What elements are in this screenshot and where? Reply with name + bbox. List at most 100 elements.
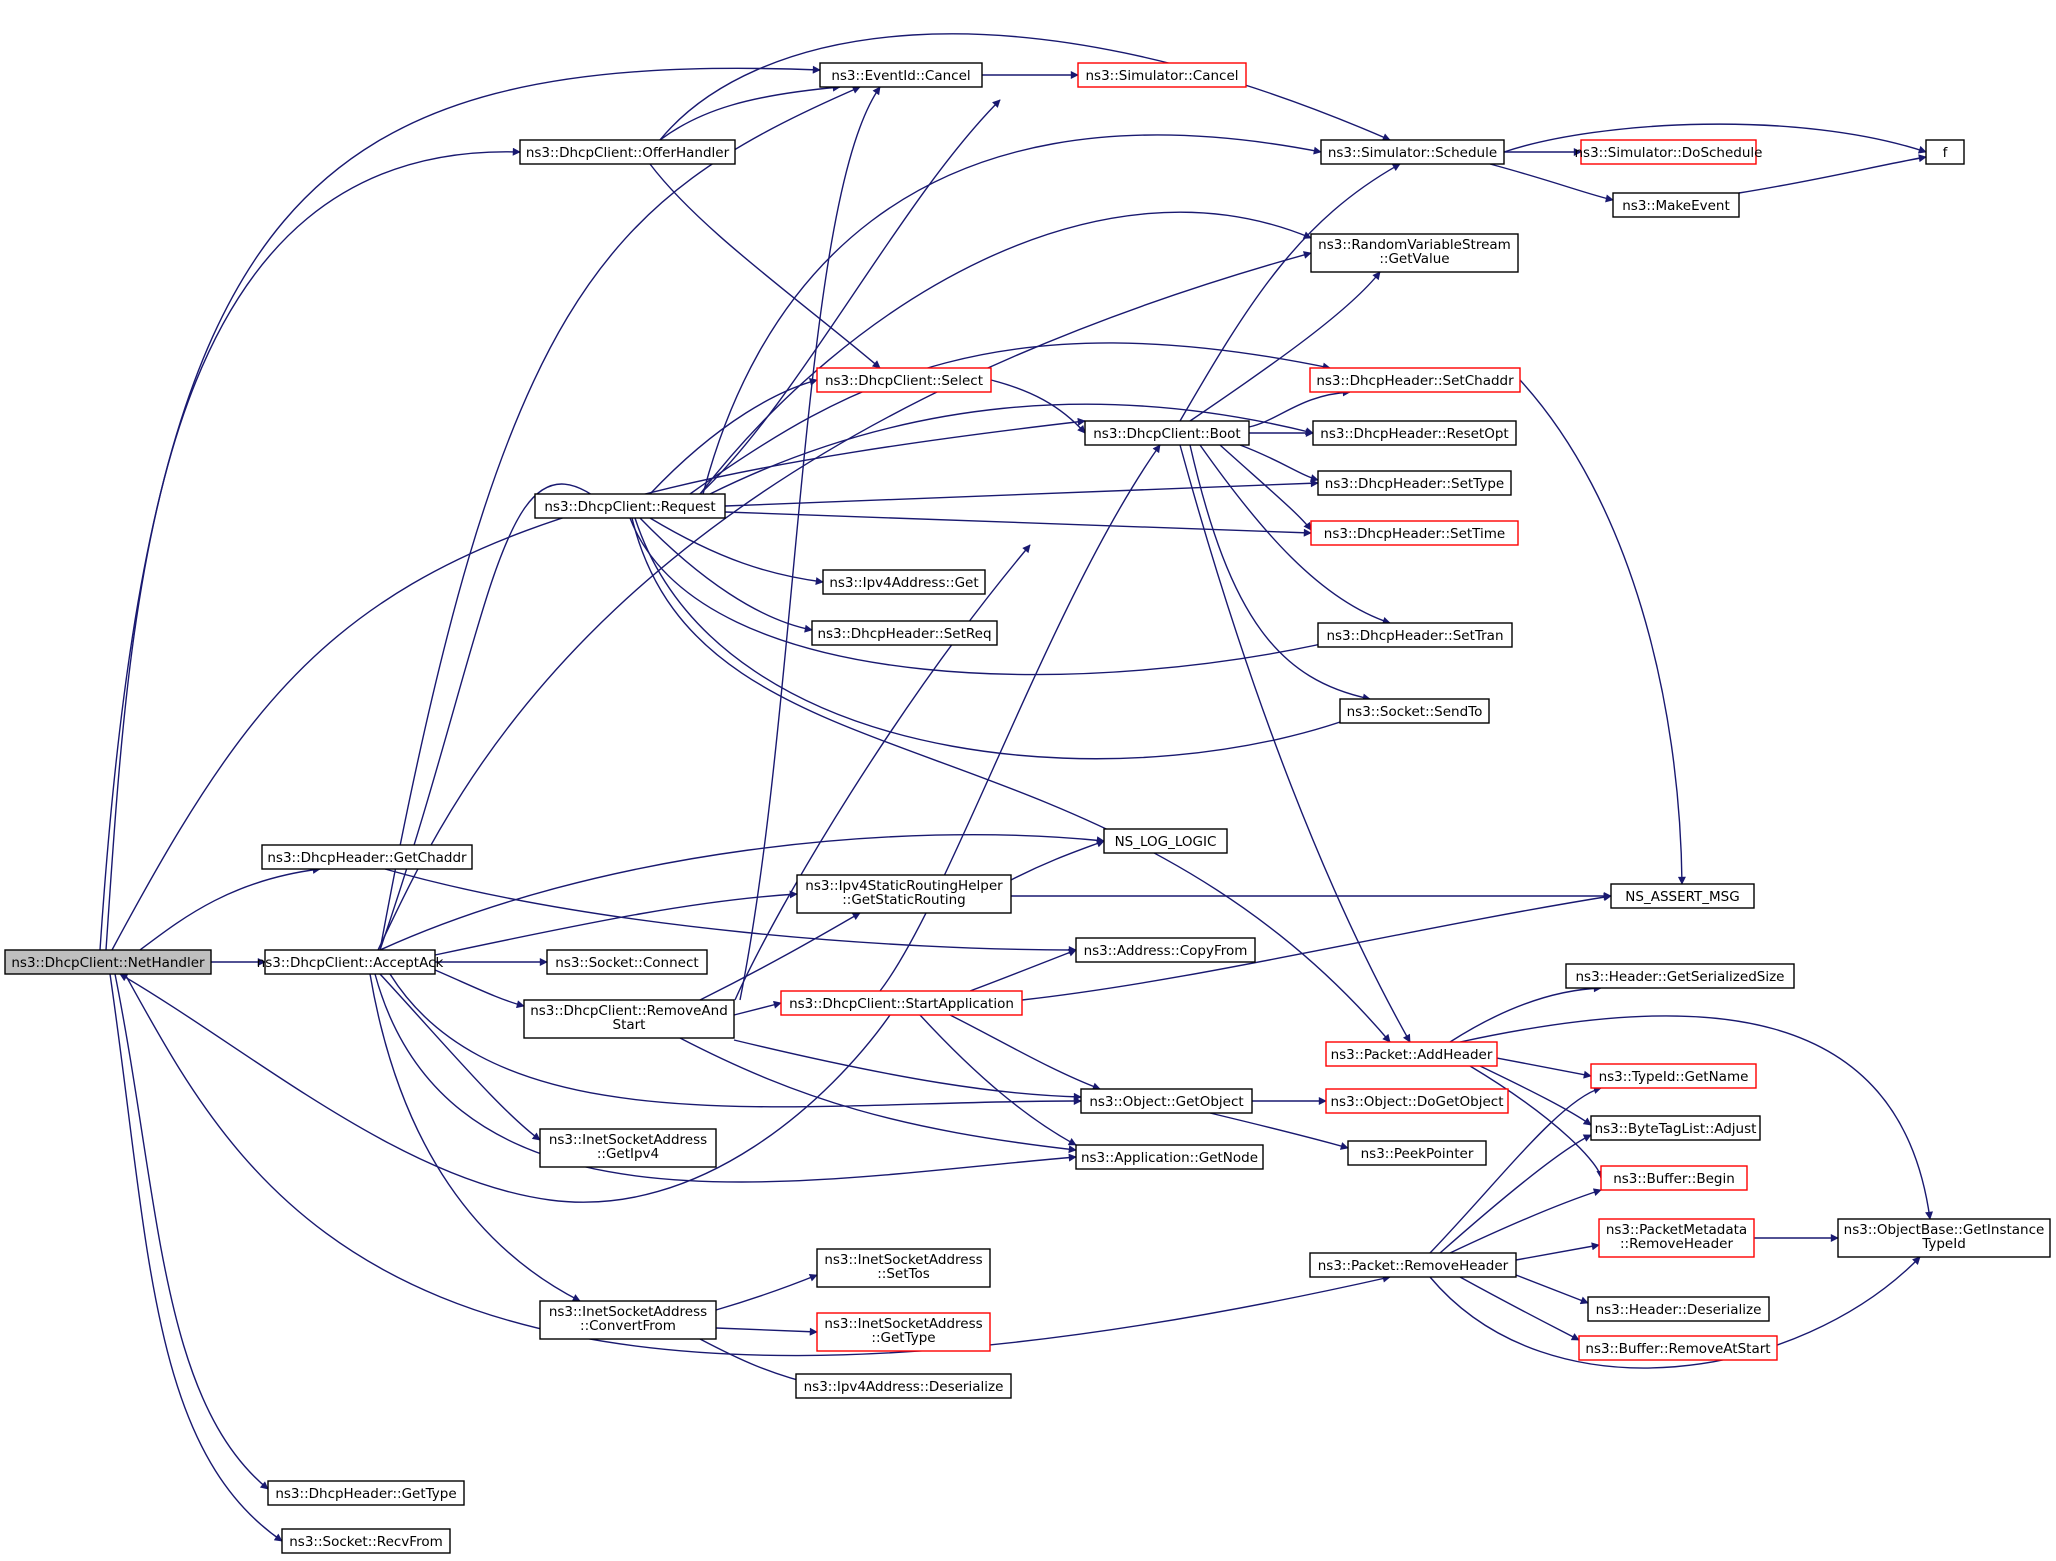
node-box [1598,1218,1755,1258]
node-label: ns3::Simulator::Cancel [1085,68,1238,84]
edge-acceptack-to-nslog [379,834,1105,951]
node-addheader[interactable]: ns3::Packet::AddHeader [1325,1041,1498,1067]
node-resetopt[interactable]: ns3::DhcpHeader::ResetOpt [1312,420,1517,446]
node-copyfrom[interactable]: ns3::Address::CopyFrom [1075,937,1256,963]
node-removeheader[interactable]: ns3::Packet::RemoveHeader [1309,1252,1517,1278]
edge-removeandstart-to-startapp [733,1000,782,1016]
node-doschedule[interactable]: ns3::Simulator::DoSchedule [1575,139,1763,165]
node-box [1312,420,1517,446]
edge-addheader-to-bytetagadjust [1479,1065,1592,1126]
node-settype[interactable]: ns3::DhcpHeader::SetType [1317,470,1512,496]
node-box [796,874,1012,914]
node-box [1565,963,1795,989]
node-box [1310,520,1519,546]
node-box [1103,828,1228,854]
node-dogetobject[interactable]: ns3::Object::DoGetObject [1325,1088,1509,1114]
node-schedule[interactable]: ns3::Simulator::Schedule [1320,139,1505,165]
node-boot[interactable]: ns3::DhcpClient::Boot [1084,420,1250,446]
node-settime[interactable]: ns3::DhcpHeader::SetTime [1310,520,1519,546]
node-sendto[interactable]: ns3::Socket::SendTo [1339,698,1490,724]
node-recvfrom[interactable]: ns3::Socket::RecvFrom [281,1528,451,1554]
node-nethandler[interactable]: ns3::DhcpClient::NetHandler [4,949,212,975]
edge-offerhandler-to-select [649,163,881,369]
node-eventcancel[interactable]: ns3::EventId::Cancel [819,62,983,88]
edge-nethandler-to-boot [111,417,1086,951]
node-headerdeser[interactable]: ns3::Header::Deserialize [1587,1296,1770,1322]
node-isa_gettype[interactable]: ns3::InetSocketAddress::GetType [816,1312,991,1352]
node-ipv4deser[interactable]: ns3::Ipv4Address::Deserialize [795,1373,1012,1399]
function-nodes: ns3::DhcpClient::NetHandlerns3::DhcpClie… [4,62,2051,1554]
node-label: ns3::InetSocketAddress [549,1132,707,1148]
edge-removeheader-to-bytetagadjust [1439,1134,1592,1254]
edge-line [949,1014,1101,1091]
edge-select-to-boot [990,379,1086,434]
node-box [1590,1063,1757,1089]
node-request[interactable]: ns3::DhcpClient::Request [534,493,726,519]
node-setchaddr[interactable]: ns3::DhcpHeader::SetChaddr [1309,367,1521,393]
node-getvalue[interactable]: ns3::RandomVariableStream::GetValue [1310,233,1519,273]
node-makeevent[interactable]: ns3::MakeEvent [1612,192,1740,218]
edge-removeheader-to-bufferbegin [1449,1188,1602,1254]
node-box [1925,139,1965,165]
edge-line [634,517,1371,760]
node-label: ns3::DhcpHeader::GetType [275,1486,456,1502]
node-removeatstart[interactable]: ns3::Buffer::RemoveAtStart [1578,1335,1778,1361]
node-getstaticrouting[interactable]: ns3::Ipv4StaticRoutingHelper::GetStaticR… [796,874,1012,914]
node-getobject[interactable]: ns3::Object::GetObject [1080,1088,1253,1114]
node-bytetagadjust[interactable]: ns3::ByteTagList::Adjust [1590,1115,1761,1141]
node-box [822,569,986,595]
node-peekpointer[interactable]: ns3::PeekPointer [1347,1140,1487,1166]
node-box [1077,62,1247,88]
node-settos[interactable]: ns3::InetSocketAddress::SetTos [816,1248,991,1288]
node-label: ::GetStaticRouting [842,892,966,908]
node-box [816,1312,991,1352]
node-ipv4get[interactable]: ns3::Ipv4Address::Get [822,569,986,595]
edge-removeandstart-to-getobject [733,1039,1082,1101]
node-getserializedsize[interactable]: ns3::Header::GetSerializedSize [1565,963,1795,989]
node-box [816,367,992,393]
edge-line [649,163,881,369]
node-box [1610,883,1755,909]
edge-line [1429,1256,1921,1369]
node-nsassert[interactable]: NS_ASSERT_MSG [1610,883,1755,909]
edge-line [1179,444,1411,1043]
node-connect[interactable]: ns3::Socket::Connect [546,949,708,975]
node-acceptack[interactable]: ns3::DhcpClient::AcceptAck [257,949,444,975]
node-simcancel[interactable]: ns3::Simulator::Cancel [1077,62,1247,88]
node-getipv4[interactable]: ns3::InetSocketAddress::GetIpv4 [539,1128,717,1168]
edge-line [124,973,1391,1357]
edge-startapp-to-boot [879,444,1161,992]
node-box [264,949,436,975]
node-getnode[interactable]: ns3::Application::GetNode [1075,1144,1264,1170]
node-settran[interactable]: ns3::DhcpHeader::SetTran [1317,622,1513,648]
node-label: ns3::DhcpHeader::SetTran [1326,628,1503,644]
node-label: ns3::Socket::SendTo [1347,704,1483,720]
node-box [819,62,983,88]
edge-nethandler-to-removeheader [124,973,1391,1357]
edge-line [1496,1057,1592,1079]
edge-line [1479,1065,1592,1126]
node-box [1587,1296,1770,1322]
node-f[interactable]: f [1925,139,1965,165]
node-label: ns3::PeekPointer [1361,1146,1474,1162]
node-getchaddr[interactable]: ns3::DhcpHeader::GetChaddr [261,844,473,870]
node-bufferbegin[interactable]: ns3::Buffer::Begin [1600,1165,1748,1191]
edge-acceptack-to-getobject [389,973,1082,1108]
node-offerhandler[interactable]: ns3::DhcpClient::OfferHandler [519,139,736,165]
node-typeidgetname[interactable]: ns3::TypeId::GetName [1590,1063,1757,1089]
node-box [1075,937,1256,963]
node-dh_gettype[interactable]: ns3::DhcpHeader::GetType [267,1480,465,1506]
node-startapp[interactable]: ns3::DhcpClient::StartApplication [780,990,1023,1016]
node-select[interactable]: ns3::DhcpClient::Select [816,367,992,393]
node-label: ns3::DhcpClient::Boot [1093,426,1240,442]
node-pm_removeheader[interactable]: ns3::PacketMetadata::RemoveHeader [1598,1218,1755,1258]
node-setreq[interactable]: ns3::DhcpHeader::SetReq [811,620,998,646]
edge-line [1248,388,1351,428]
edge-nethandler-to-offerhandler [105,147,521,951]
node-nslog[interactable]: NS_LOG_LOGIC [1103,828,1228,854]
edge-addheader-to-bufferbegin [1469,1065,1605,1179]
node-convertfrom[interactable]: ns3::InetSocketAddress::ConvertFrom [539,1300,717,1340]
edge-boot-to-setchaddr [1248,388,1351,428]
